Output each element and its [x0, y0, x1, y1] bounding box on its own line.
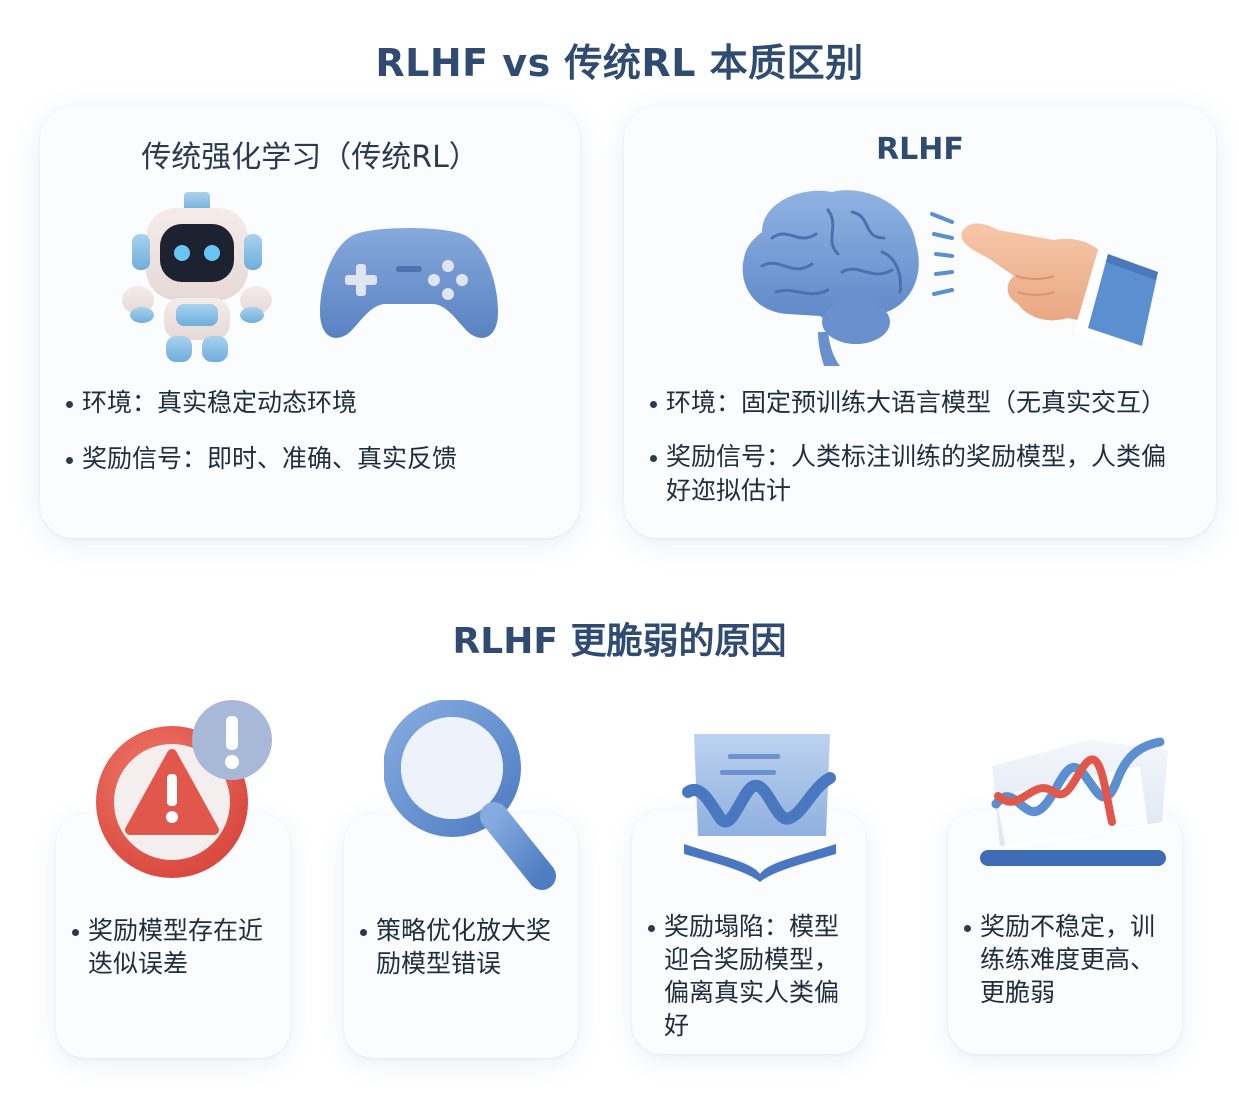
rlhf-title: RLHF	[876, 132, 964, 167]
pointing-hand-icon	[961, 223, 1158, 352]
traditional-rl-title: 传统强化学习（传统RL）	[141, 140, 479, 175]
rlhf-card: RLHF	[624, 106, 1216, 538]
traditional-rl-card: 传统强化学习（传统RL）	[40, 106, 580, 538]
unstable-wave-icon	[980, 737, 1168, 866]
reason-text-reward-collapse: 奖励塌陷：模型迎合奖励模型，偏离真实人类偏好	[646, 910, 860, 1042]
warning-icon	[96, 700, 272, 878]
motion-lines-icon	[930, 212, 954, 296]
reason-text-error-amplification: 策略优化放大奖励模型错误	[358, 914, 572, 980]
rlhf-bullet-environment: 环境：固定预训练大语言模型（无真实交互）	[648, 386, 1208, 420]
magnifier-icon	[384, 700, 556, 890]
rlhf-bullet-reward: 奖励信号：人类标注训练的奖励模型，人类偏好迩拟估计	[648, 440, 1188, 508]
reason-text-approximation-error: 奖励模型存在近迭似误差	[70, 914, 284, 980]
page-title: RLHF vs 传统RL 本质区别	[375, 41, 864, 85]
reasons-title: RLHF 更脆弱的原因	[452, 621, 787, 662]
chart-icon	[682, 734, 836, 882]
gamepad-icon	[320, 228, 498, 338]
reason-text-unstable-reward: 奖励不稳定，训练练难度更高、更脆弱	[962, 910, 1176, 1009]
robot-icon	[122, 192, 272, 362]
brain-icon	[742, 190, 919, 366]
traditional-bullet-environment: 环境：真实稳定动态环境	[64, 386, 564, 420]
traditional-bullet-reward: 奖励信号：即时、准确、真实反馈	[64, 442, 564, 476]
